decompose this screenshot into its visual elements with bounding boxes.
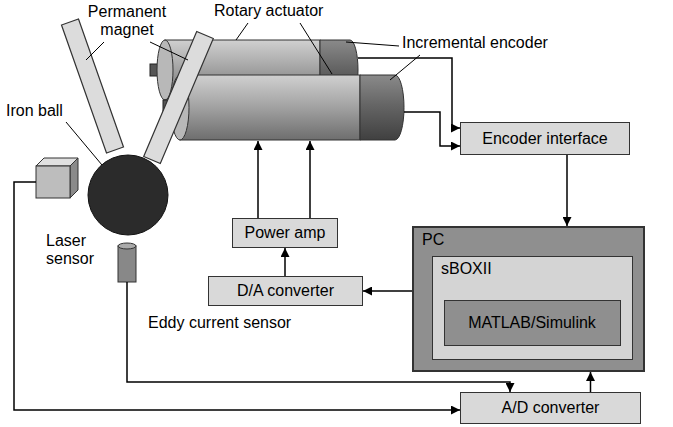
computer-box: PC sBOXII MATLAB/Simulink (412, 226, 645, 372)
amplifier-box: Power amp (232, 218, 338, 248)
part-label: Eddy current sensor (148, 314, 291, 332)
encoder-wire (404, 112, 460, 146)
converter-box: A/D converter (460, 392, 641, 424)
laser-sensor (36, 166, 70, 198)
converter-box: D/A converter (208, 276, 363, 306)
part-label: Iron ball (6, 102, 63, 120)
drive-wire (257, 141, 259, 218)
encoder-wire (358, 58, 460, 128)
leader-line (236, 23, 248, 40)
iron-ball (88, 155, 168, 235)
part-label: Incremental encoder (402, 34, 548, 52)
box-label: A/D converter (502, 399, 600, 417)
leader-line (346, 42, 399, 46)
target-box: sBOXII MATLAB/Simulink (432, 256, 633, 360)
leader-line (66, 122, 102, 165)
box-label: Encoder interface (482, 130, 607, 148)
box-label: D/A converter (237, 282, 334, 300)
leader-line (86, 42, 104, 60)
signal-wire (14, 182, 460, 410)
actuator-body (180, 75, 360, 140)
laser-sensor (70, 158, 78, 198)
part-label: Permanent magnet (80, 3, 174, 39)
box-label: Power amp (245, 224, 326, 242)
signal-arrow (566, 155, 568, 226)
software-box: MATLAB/Simulink (444, 300, 621, 346)
eddy-current-sensor (118, 246, 136, 282)
signal-arrow (590, 372, 592, 392)
signal-arrow (284, 248, 286, 276)
encoder-body (360, 75, 404, 140)
interface-box: Encoder interface (460, 122, 630, 155)
permanent-magnet (62, 19, 124, 153)
eddy-current-sensor (118, 243, 136, 249)
drive-wire (309, 141, 311, 218)
box-label: MATLAB/Simulink (468, 314, 596, 332)
leader-line (300, 23, 332, 74)
box-label: PC (422, 231, 444, 249)
box-label: sBOXII (441, 260, 492, 278)
leader-line (390, 55, 420, 80)
permanent-magnet (144, 32, 214, 164)
leader-line (150, 42, 188, 60)
part-label: Rotary actuator (214, 2, 323, 20)
part-label: Laser sensor (46, 232, 106, 268)
